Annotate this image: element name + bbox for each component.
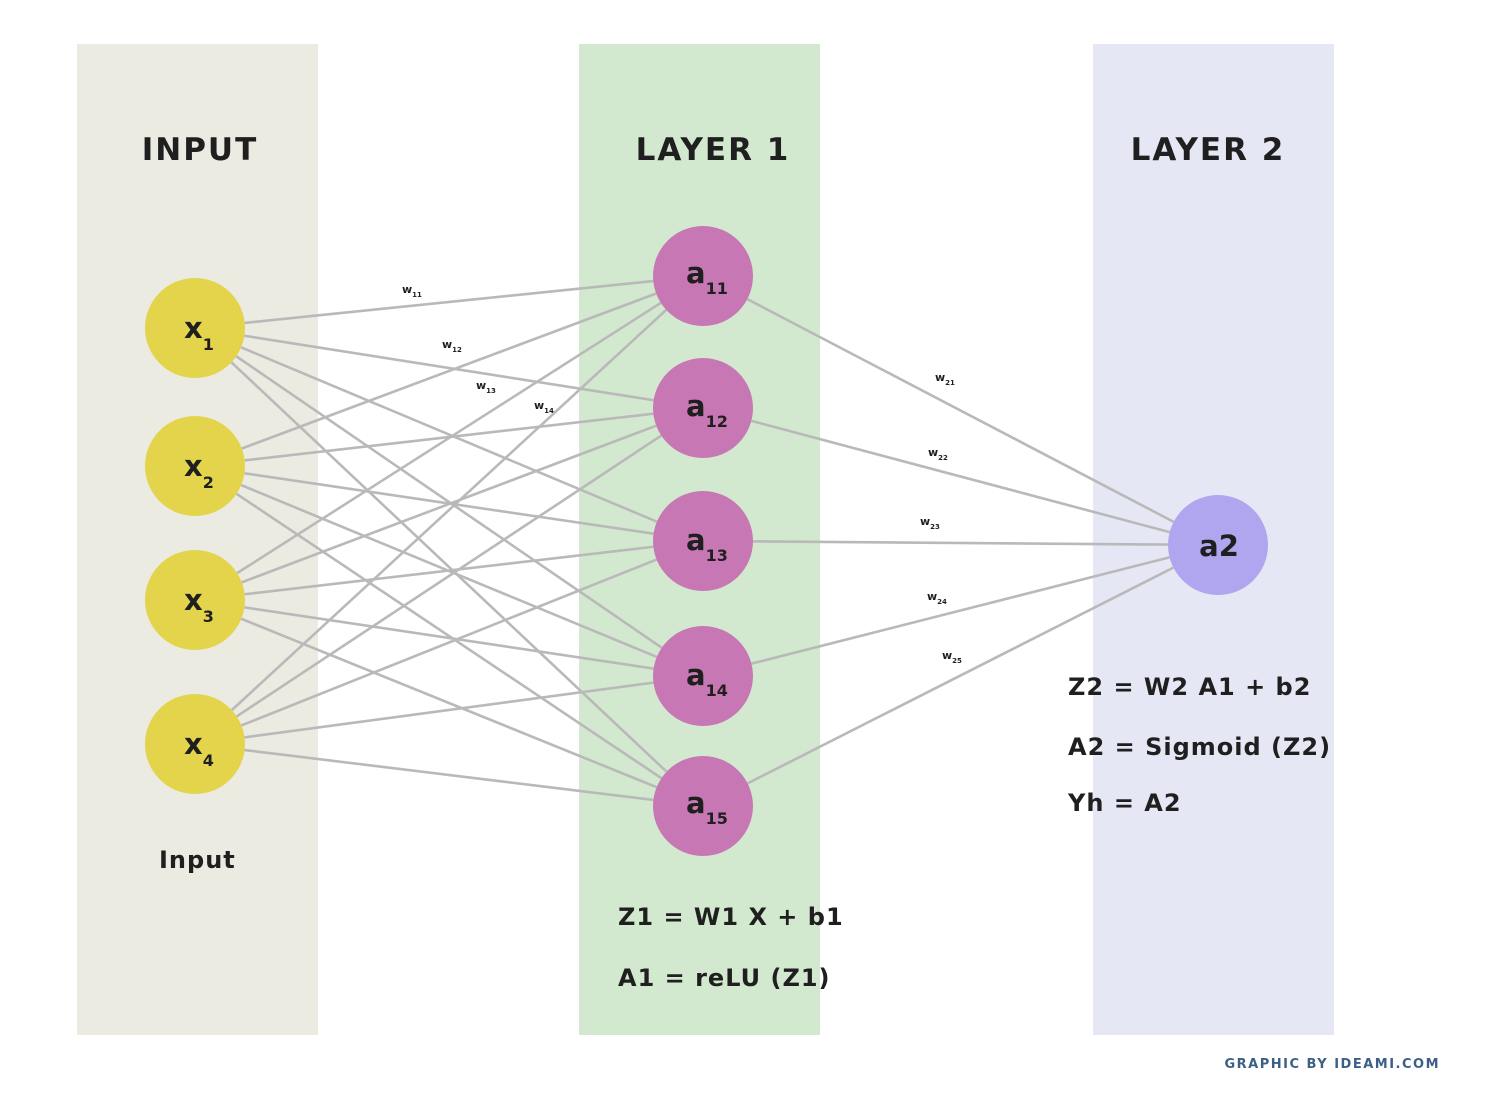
edge-x4-a12 (235, 434, 663, 718)
input-node-x1: x1 (145, 278, 245, 378)
edge-x2-a15 (235, 492, 663, 780)
weight-label-w24: w24 (927, 590, 947, 606)
svg-text:a15: a15 (686, 786, 728, 828)
svg-text:a14: a14 (686, 658, 728, 700)
svg-text:a11: a11 (686, 256, 728, 298)
edge-a11-a2 (746, 297, 1175, 524)
edge-x4-a14 (244, 681, 654, 739)
weight-labels: w11 w12 w13 w14 w21 w22 w23 w24 w25 (402, 283, 962, 665)
edge-x4-a13 (240, 558, 658, 727)
credit-text: GRAPHIC BY IDEAMI.COM (1225, 1057, 1441, 1072)
weight-label-w23: w23 (920, 515, 940, 531)
svg-text:x4: x4 (184, 727, 214, 770)
edge-x1-a11 (244, 279, 654, 325)
hidden-node-a15: a15 (653, 756, 753, 856)
svg-text:a2: a2 (1199, 529, 1239, 563)
edge-x3-a13 (244, 545, 654, 596)
edge-a13-a2 (752, 540, 1169, 546)
svg-text:x3: x3 (184, 583, 214, 626)
layer2-formula-z2: Z2 = W2 A1 + b2 (1068, 673, 1311, 701)
input-column-title: INPUT (142, 132, 259, 168)
edge-x4-a11 (230, 308, 668, 712)
weight-label-w22: w22 (928, 446, 948, 462)
layer1-formula-z1: Z1 = W1 X + b1 (618, 903, 844, 931)
connection-lines (230, 279, 1175, 802)
hidden-node-a12: a12 (653, 358, 753, 458)
layer2-column-title: LAYER 2 (1131, 132, 1286, 168)
layer2-formula-yh: Yh = A2 (1067, 789, 1182, 817)
layer1-column-title: LAYER 1 (636, 132, 791, 168)
svg-text:x2: x2 (184, 449, 214, 492)
input-caption: Input (159, 846, 236, 874)
weight-label-w14: w14 (534, 399, 554, 415)
input-node-x4: x4 (145, 694, 245, 794)
edge-x3-a11 (236, 301, 662, 575)
weight-label-w21: w21 (935, 371, 955, 387)
edge-x1-a15 (230, 361, 668, 773)
output-node-a2: a2 (1168, 495, 1268, 595)
hidden-node-a13: a13 (653, 491, 753, 591)
hidden-node-a11: a11 (653, 226, 753, 326)
edge-x4-a15 (244, 748, 654, 802)
input-node-x3: x3 (145, 550, 245, 650)
input-column-panel (77, 44, 318, 1035)
edge-x1-a13 (240, 346, 658, 523)
input-node-x2: x2 (145, 416, 245, 516)
edge-a15-a2 (747, 566, 1174, 785)
edge-x1-a12 (244, 334, 654, 402)
layer1-formula-a1: A1 = reLU (Z1) (618, 964, 831, 992)
edge-x2-a11 (241, 292, 657, 450)
edge-x1-a14 (235, 355, 663, 649)
weight-label-w13: w13 (476, 379, 496, 395)
edge-x3-a12 (241, 424, 657, 584)
edge-x3-a15 (240, 617, 658, 789)
edge-x3-a14 (244, 606, 654, 670)
layer2-formula-a2: A2 = Sigmoid (Z2) (1068, 733, 1331, 761)
weight-label-w12: w12 (442, 338, 462, 354)
edge-a14-a2 (751, 556, 1170, 665)
svg-text:x1: x1 (184, 311, 214, 354)
svg-text:a13: a13 (686, 523, 728, 565)
weight-label-w25: w25 (942, 649, 962, 665)
hidden-node-a14: a14 (653, 626, 753, 726)
svg-text:a12: a12 (686, 389, 728, 431)
edge-a12-a2 (750, 419, 1171, 534)
weight-label-w11: w11 (402, 283, 422, 299)
